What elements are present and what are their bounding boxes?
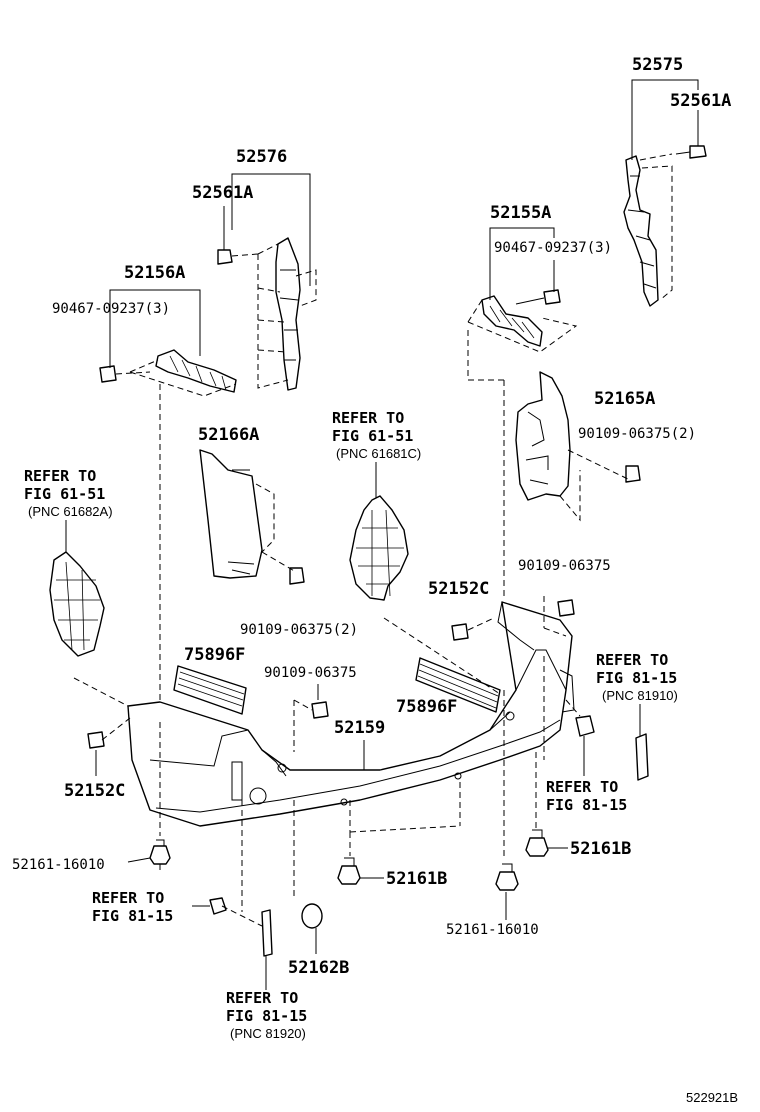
refer-to-61681c-line2[interactable]: FIG 61-51 [332,427,413,445]
refer-to-8115-left-line2[interactable]: FIG 81-15 [92,907,173,925]
refer-to-81910-pnc: (PNC 81910) [602,688,678,703]
clip-52152c-center[interactable] [451,617,495,641]
part-number-75896f-left[interactable]: 75896F [184,645,245,665]
leader-lines [109,79,699,368]
refer-to-61681c-line1: REFER TO [332,409,404,427]
clip-52161-16010-right[interactable] [495,863,519,891]
part-number-52575[interactable]: 52575 [632,55,683,75]
part-number-52159[interactable]: 52159 [334,718,385,738]
part-number-52161b-center[interactable]: 52161B [386,869,447,889]
clip-52161b-center[interactable] [337,857,361,885]
part-number-90467-left[interactable]: 90467-09237(3) [52,301,170,317]
refer-to-81910-line1: REFER TO [596,651,668,669]
part-number-52561a-right[interactable]: 52561A [670,91,731,111]
lamp-socket-ref-8115-left[interactable] [192,897,227,915]
clip-52161b-right[interactable] [525,829,549,857]
screw-90109-right[interactable] [543,596,575,637]
lamp-socket-ref-8115-right[interactable] [565,699,595,776]
side-retainer-52155a[interactable] [467,295,578,353]
reflector-ref-81920[interactable] [261,909,273,990]
part-number-52152c-center[interactable]: 52152C [428,579,489,599]
part-number-52156a[interactable]: 52156A [124,263,185,283]
part-number-75896f-right[interactable]: 75896F [396,697,457,717]
rear-bumper-cover-52159[interactable] [127,601,575,827]
dash-drops [159,656,545,927]
part-number-52161-16010-left[interactable]: 52161-16010 [12,857,105,873]
reflector-plate-75896f-right[interactable] [415,657,501,713]
cap-52162b[interactable] [301,903,323,954]
screw-52561a-left[interactable] [217,249,259,265]
part-number-52576[interactable]: 52576 [236,147,287,167]
clip-52161-16010-left[interactable] [149,839,171,870]
part-number-52152c-left[interactable]: 52152C [64,781,125,801]
reflector-ref-81910[interactable] [635,704,649,781]
screw-90109-qty2-right[interactable] [625,465,641,483]
side-extension-52166a[interactable] [199,449,297,579]
part-number-90467-right[interactable]: 90467-09237(3) [494,240,612,256]
part-number-52166a[interactable]: 52166A [198,425,259,445]
diagram-code: 522921B [686,1090,738,1105]
side-extension-52165a[interactable] [515,371,631,522]
part-number-52161-16010-right[interactable]: 52161-16010 [446,922,539,938]
side-retainer-52156a[interactable] [129,349,237,397]
part-number-90109-qty2-right[interactable]: 90109-06375(2) [578,426,696,442]
refer-to-61682a-line2[interactable]: FIG 61-51 [24,485,105,503]
bumper-stay-52575[interactable] [623,153,673,307]
clip-52152c-left[interactable] [87,717,131,776]
screw-90109-qty2-center[interactable] [289,567,305,585]
part-number-52165a[interactable]: 52165A [594,389,655,409]
refer-to-8115-right-line1: REFER TO [546,778,618,796]
screw-52561a-right[interactable] [675,145,707,159]
screw-90467-right[interactable] [515,289,561,305]
lead-52161-16010-left [127,857,151,863]
refer-to-81920-line2[interactable]: FIG 81-15 [226,1007,307,1025]
refer-to-81920-line1: REFER TO [226,989,298,1007]
screw-90467-left[interactable] [99,365,151,383]
part-number-52161b-right[interactable]: 52161B [570,839,631,859]
reflector-plate-75896f-left[interactable] [173,665,247,715]
bracket-ref-61681c[interactable] [349,495,501,695]
refer-to-61682a-line1: REFER TO [24,467,96,485]
part-number-90109-right[interactable]: 90109-06375 [518,558,611,574]
part-number-52155a[interactable]: 52155A [490,203,551,223]
refer-to-8115-left-line1: REFER TO [92,889,164,907]
part-number-52561a-left[interactable]: 52561A [192,183,253,203]
refer-to-81910-line2[interactable]: FIG 81-15 [596,669,677,687]
part-number-52162b[interactable]: 52162B [288,958,349,978]
refer-to-61682a-pnc: (PNC 61682A) [28,504,113,519]
screw-90109-center[interactable] [293,684,329,752]
refer-to-81920-pnc: (PNC 81920) [230,1026,306,1041]
refer-to-61681c-pnc: (PNC 61681C) [336,446,421,461]
part-number-90109-center[interactable]: 90109-06375 [264,665,357,681]
bracket-ref-61682a[interactable] [49,551,129,707]
refer-to-8115-right-line2[interactable]: FIG 81-15 [546,796,627,814]
bumper-stay-52576[interactable] [257,237,317,391]
part-number-90109-qty2-center[interactable]: 90109-06375(2) [240,622,358,638]
